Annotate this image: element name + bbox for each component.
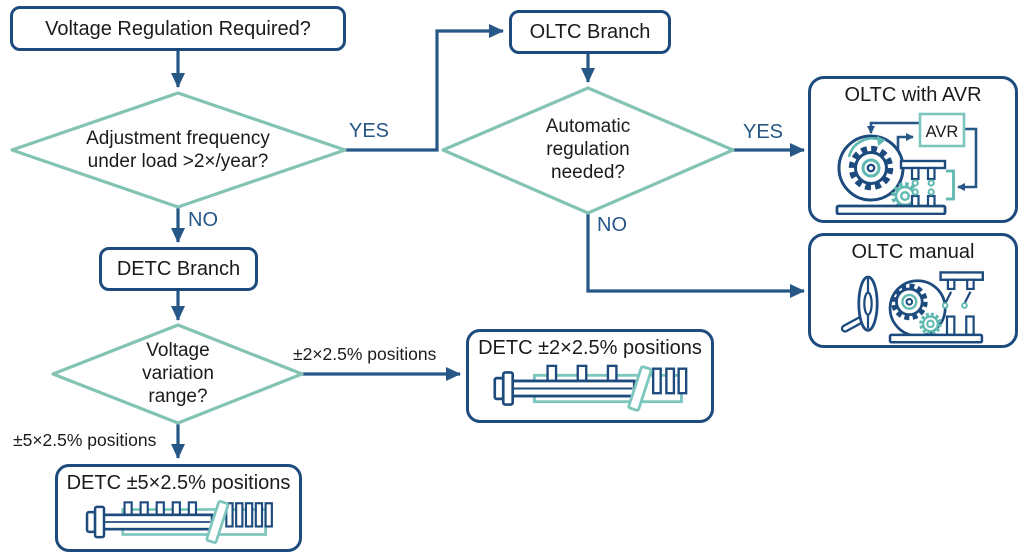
detc-pos5-icon [85, 500, 273, 544]
tap-handle-icon [627, 365, 653, 412]
gear-icon [848, 145, 894, 191]
decision-diamond-frequency [10, 91, 347, 209]
node-oltc-manual: OLTC manual [808, 233, 1018, 348]
node-voltage-regulation-required: Voltage Regulation Required? [10, 6, 346, 51]
decision-frequency-label: Adjustment frequency under load >2×/year… [86, 128, 270, 173]
bracket-icon [946, 169, 955, 201]
decision-diamond-automatic [441, 86, 735, 215]
base-platform-icon [888, 333, 984, 344]
oltc-with-avr-icon: AVR [835, 112, 978, 215]
edge-label-auto-no: NO [597, 214, 627, 236]
decision-diamond-range [51, 323, 304, 425]
tap-shaft-icon [493, 364, 688, 406]
edge-label-range-pos5: ±5×2.5% positions [13, 430, 157, 450]
edge-label-range-pos2: ±2×2.5% positions [293, 344, 437, 364]
tap-handle-icon [205, 500, 229, 544]
edge-auto-no-to-oltc-manual [586, 213, 805, 298]
node-detc-branch-label: DETC Branch [116, 258, 241, 280]
edge-label-freq-yes: YES [349, 120, 390, 142]
edge-label-auto-yes: YES [743, 121, 784, 143]
edge-label-freq-no: NO [188, 209, 218, 231]
node-detc-pos5: DETC ±5×2.5% positions [55, 464, 302, 552]
node-detc-pos2: DETC ±2×2.5% positions [466, 329, 714, 423]
edge-freq-yes-to-oltc-branch [345, 24, 504, 152]
tap-contacts-icon [899, 159, 947, 208]
node-detc-branch: DETC Branch [99, 247, 258, 291]
base-platform-icon [835, 204, 947, 215]
avr-tag-box [918, 112, 966, 148]
gear-icon [890, 283, 928, 321]
node-voltage-regulation-required-label: Voltage Regulation Required? [45, 17, 311, 40]
handwheel-icon [840, 275, 879, 333]
oltc-manual-icon [840, 271, 985, 344]
node-detc-pos2-label: DETC ±2×2.5% positions [478, 337, 702, 359]
rotation-arrowhead-icon [877, 136, 886, 146]
node-oltc-branch: OLTC Branch [509, 10, 671, 54]
switch-contacts-icon [939, 271, 985, 336]
node-oltc-branch-label: OLTC Branch [529, 21, 651, 43]
detc-pos2-icon [493, 364, 688, 412]
decision-automatic-label: Automatic regulation needed? [545, 116, 631, 184]
node-oltc-manual-label: OLTC manual [851, 241, 975, 263]
node-detc-pos5-label: DETC ±5×2.5% positions [66, 472, 291, 494]
avr-tag-label: AVR [926, 123, 959, 141]
decision-range-label: Voltage variation range? [142, 340, 214, 408]
small-gear-icon [919, 312, 942, 336]
node-oltc-with-avr: OLTC with AVR [808, 76, 1018, 223]
rotation-arrow-icon [847, 137, 882, 158]
node-oltc-with-avr-label: OLTC with AVR [844, 84, 982, 106]
